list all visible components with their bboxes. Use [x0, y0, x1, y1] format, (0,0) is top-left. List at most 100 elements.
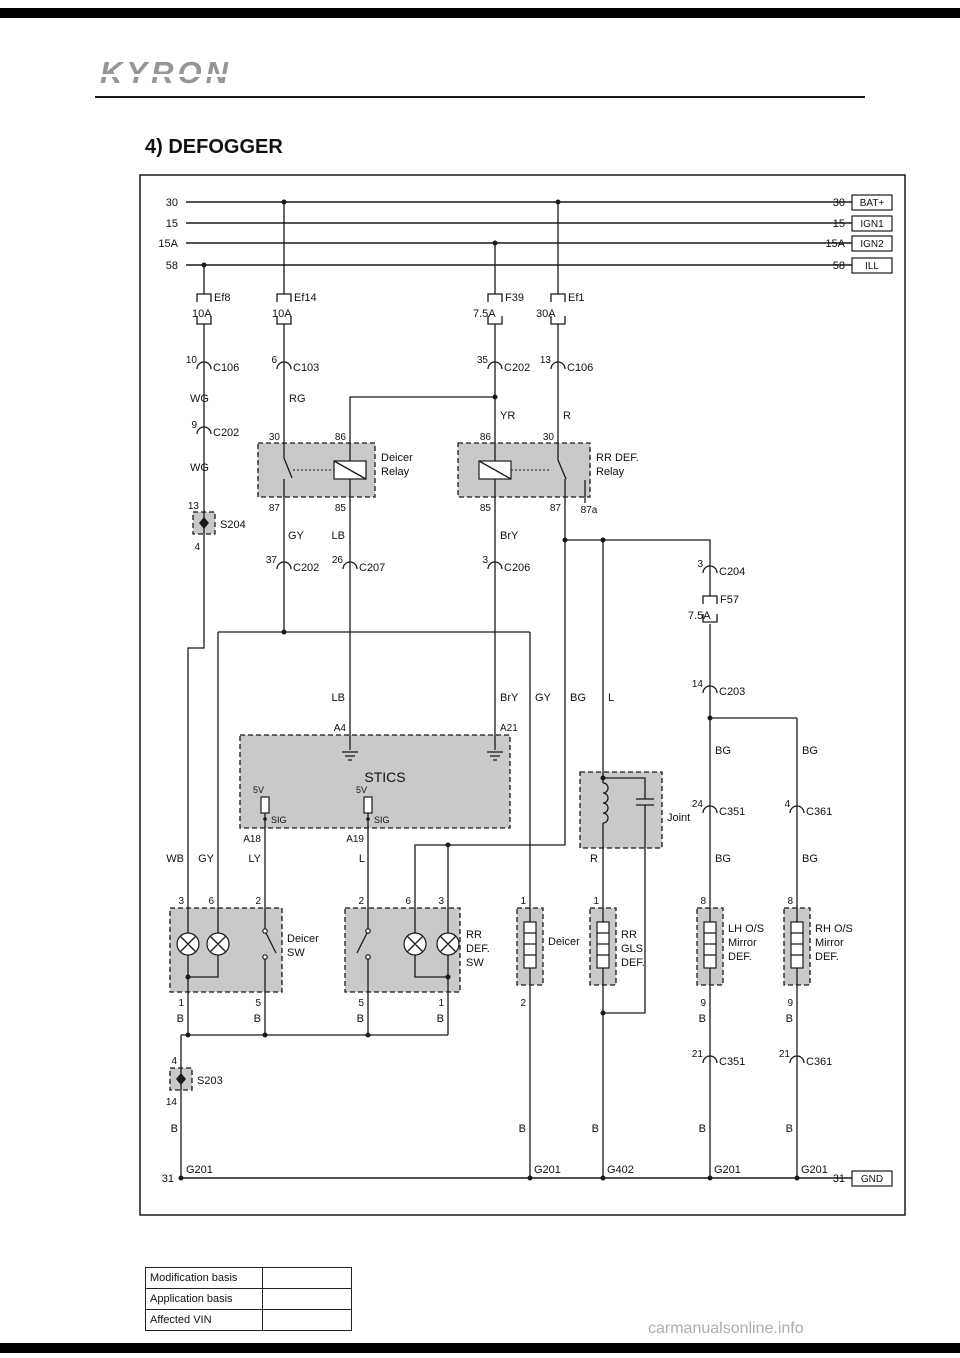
diagram-label: 1 [593, 896, 599, 907]
diagram-label: 6 [405, 896, 411, 907]
diagram-label: 87 [269, 503, 281, 514]
diagram-label: 9 [700, 998, 706, 1009]
diagram-label: 6 [271, 355, 277, 366]
switch-contact [262, 954, 268, 960]
wires [179, 202, 803, 1178]
diagram-label: BG [802, 745, 818, 757]
diagram-label: B [254, 1013, 261, 1025]
diagram-label: 86 [335, 432, 347, 443]
diagram-label: 5 [358, 998, 364, 1009]
diagram-label: BG [715, 853, 731, 865]
diagram-label: S203 [197, 1075, 223, 1087]
diagram-label: SW [466, 957, 484, 969]
table-value-cell [262, 1309, 352, 1331]
diagram-label: C202 [293, 562, 319, 574]
switch-contact [262, 928, 268, 934]
diagram-label: DEF. [466, 943, 490, 955]
diagram-label: B [177, 1013, 184, 1025]
diagram-label: 30 [166, 197, 178, 209]
diagram-label: C351 [719, 1056, 745, 1068]
table-row: Affected VIN [145, 1309, 352, 1331]
diagram-label: WB [166, 853, 184, 865]
diagram-label: 87a [581, 505, 598, 516]
junction-dots [178, 199, 800, 1181]
diagram-label: GY [198, 853, 215, 865]
diagram-label: 2 [255, 896, 261, 907]
diagram-label: 24 [692, 799, 704, 810]
revision-table: Modification basis Application basis Aff… [145, 1267, 352, 1331]
diagram-label: 8 [787, 896, 793, 907]
table-value-cell [262, 1288, 352, 1310]
diagram-label: 3 [697, 559, 703, 570]
diagram-label: 21 [692, 1049, 704, 1060]
diagram-label: RR [466, 929, 482, 941]
diagram-label: LB [332, 692, 345, 704]
diagram-label: C203 [719, 686, 745, 698]
diagram-label: 37 [266, 555, 278, 566]
diagram-label: 26 [332, 555, 344, 566]
heater-element [790, 921, 804, 969]
diagram-label: BrY [500, 692, 519, 704]
diagram-label: 21 [779, 1049, 791, 1060]
diagram-label: BrY [500, 530, 519, 542]
diagram-label: B [171, 1123, 178, 1135]
joint-coil-icon [602, 782, 609, 824]
diagram-label: 85 [335, 503, 347, 514]
diagram-label: 2 [358, 896, 364, 907]
switch-contact [365, 928, 371, 934]
table-label-cell: Application basis [145, 1288, 263, 1310]
diagram-label: 35 [477, 355, 489, 366]
diagram-label: B [437, 1013, 444, 1025]
diagram-label: 86 [480, 432, 492, 443]
diagram-label: R [563, 410, 571, 422]
diagram-label: Deicer [381, 452, 413, 464]
diagram-label: 5V [253, 785, 264, 795]
diagram-label: DEF. [815, 951, 839, 963]
diagram-label: YR [500, 410, 515, 422]
diagram-label: R [590, 853, 598, 865]
diagram-label: 85 [480, 503, 492, 514]
diagram-label: F57 [720, 594, 739, 606]
diagram-label: C106 [567, 362, 593, 374]
diagram-label: Relay [596, 466, 625, 478]
diagram-label: 30 [543, 432, 555, 443]
diagram-label: RR [621, 929, 637, 941]
brand-logo-slit [98, 74, 298, 77]
diagram-label: 87 [550, 503, 562, 514]
splice-icons [176, 517, 209, 1085]
diagram-label: C361 [806, 1056, 832, 1068]
brand-logo: KYRON [100, 55, 232, 90]
table-label-cell: Modification basis [145, 1267, 263, 1289]
table-value-cell [262, 1267, 352, 1289]
diagram-label: L [608, 692, 614, 704]
diagram-label: Joint [667, 812, 690, 824]
diagram-label: 1 [178, 998, 184, 1009]
diagram-label: F39 [505, 292, 524, 304]
diagram-label: G201 [714, 1164, 741, 1176]
diagram-label: 3 [438, 896, 444, 907]
diagram-label: 15A [158, 238, 178, 250]
diagram-label: BG [715, 745, 731, 757]
diagram-label: 58 [833, 260, 845, 272]
diagram-label: 4 [194, 542, 200, 553]
diagram-label: 1 [520, 896, 526, 907]
diagram-label: RH O/S [815, 923, 853, 935]
diagram-label: 30 [833, 197, 845, 209]
diagram-label: 15A [825, 238, 845, 250]
top-black-bar [0, 8, 960, 18]
diagram-label: C202 [504, 362, 530, 374]
diagram-label: G201 [801, 1164, 828, 1176]
diagram-label: 9 [191, 420, 197, 431]
symbol-bodies [176, 460, 804, 969]
header-rule [95, 96, 865, 98]
diagram-label: 13 [188, 501, 200, 512]
diagram-label: G201 [186, 1164, 213, 1176]
diagram-label: 9 [787, 998, 793, 1009]
diagram-label: Relay [381, 466, 410, 478]
diagram-label: 31 [162, 1173, 174, 1185]
diagram-label: 10 [186, 355, 198, 366]
diagram-label: 6 [208, 896, 214, 907]
diagram-frame [139, 174, 906, 1216]
rail-tag-boxes [851, 194, 893, 1187]
